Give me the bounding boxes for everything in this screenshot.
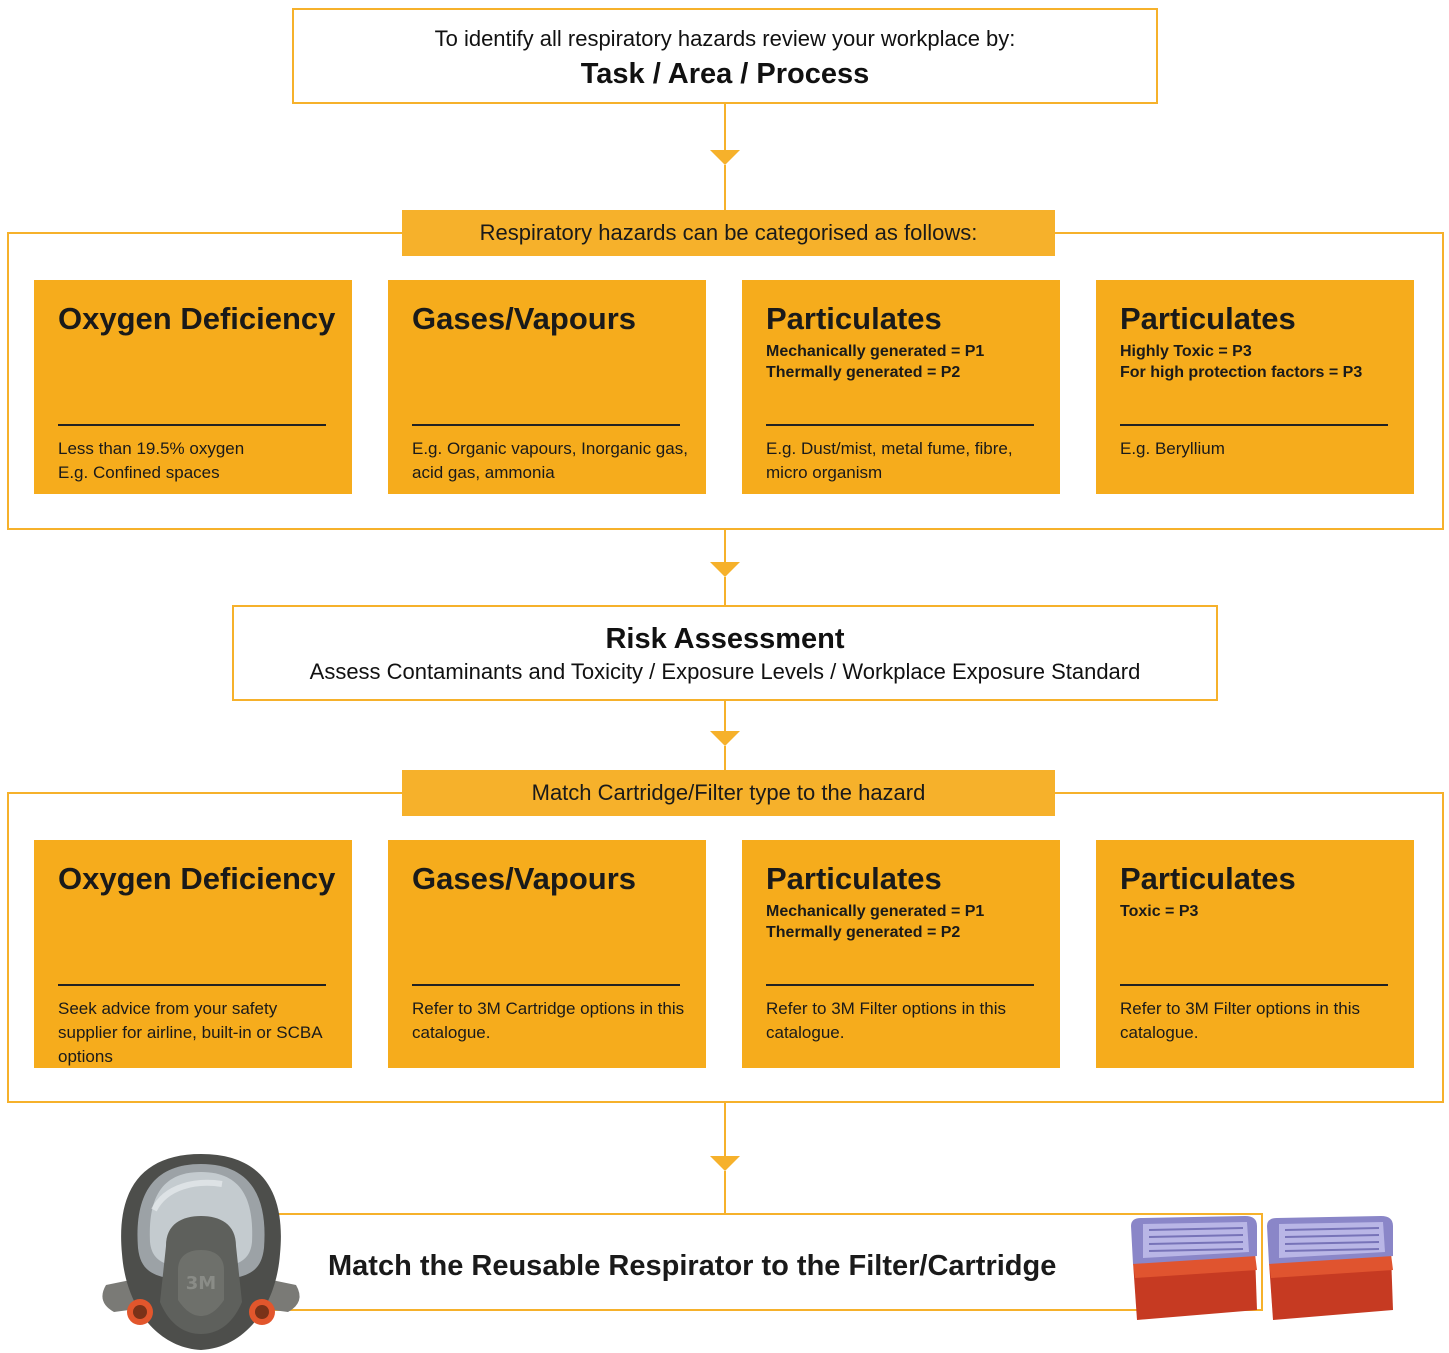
card-subtitle: Toxic = P3 bbox=[1120, 903, 1199, 920]
card-body: E.g. Beryllium bbox=[1120, 439, 1225, 458]
filter-cartridges-image bbox=[1131, 1216, 1393, 1320]
risk-assessment-box: Risk Assessment Assess Contaminants and … bbox=[232, 605, 1218, 701]
arrow-down-icon bbox=[710, 562, 740, 577]
risk-assessment-subtitle: Assess Contaminants and Toxicity / Expos… bbox=[309, 659, 1141, 684]
card-title: Gases/Vapours bbox=[412, 861, 637, 896]
hazard-categories-banner: Respiratory hazards can be categorised a… bbox=[402, 210, 1055, 256]
card-divider bbox=[1120, 984, 1388, 986]
card-body: Seek advice from your safety supplier fo… bbox=[58, 999, 322, 1066]
final-step-text: Match the Reusable Respirator to the Fil… bbox=[328, 1250, 1057, 1282]
card-title: Oxygen Deficiency bbox=[58, 301, 336, 336]
arrow-down-icon bbox=[710, 1156, 740, 1171]
risk-assessment-title: Risk Assessment bbox=[605, 623, 845, 655]
card-title: Particulates bbox=[1120, 301, 1296, 336]
full-face-respirator-image: 3M bbox=[102, 1154, 300, 1350]
connector-8 bbox=[724, 1171, 726, 1215]
connector-1 bbox=[724, 104, 726, 150]
card-title: Particulates bbox=[766, 861, 942, 896]
card-title: Gases/Vapours bbox=[412, 301, 637, 336]
card-divider bbox=[58, 984, 326, 986]
connector-5 bbox=[724, 701, 726, 731]
card-title: Particulates bbox=[766, 301, 942, 336]
filter-match-banner: Match Cartridge/Filter type to the hazar… bbox=[402, 770, 1055, 816]
card-body: Refer to 3M Filter options in this catal… bbox=[766, 999, 1006, 1042]
top-box-intro: To identify all respiratory hazards revi… bbox=[434, 26, 1016, 51]
connector-2 bbox=[724, 165, 726, 210]
card-body: Refer to 3M Filter options in this catal… bbox=[1120, 999, 1360, 1042]
card-divider bbox=[412, 424, 680, 426]
card-divider bbox=[412, 984, 680, 986]
card-divider bbox=[1120, 424, 1388, 426]
card-divider bbox=[766, 424, 1034, 426]
top-box: To identify all respiratory hazards revi… bbox=[292, 8, 1158, 104]
connector-7 bbox=[724, 1103, 726, 1156]
connector-4 bbox=[724, 577, 726, 605]
card-body: Refer to 3M Cartridge options in this ca… bbox=[412, 999, 685, 1042]
final-step-box bbox=[252, 1213, 1263, 1311]
card-body: E.g. Organic vapours, Inorganic gas, aci… bbox=[412, 439, 688, 482]
svg-text:3M: 3M bbox=[186, 1273, 216, 1294]
card-divider bbox=[766, 984, 1034, 986]
arrow-down-icon bbox=[710, 150, 740, 165]
arrow-down-icon bbox=[710, 731, 740, 746]
connector-3 bbox=[724, 530, 726, 562]
top-box-heading: Task / Area / Process bbox=[580, 58, 870, 90]
connector-6 bbox=[724, 746, 726, 770]
card-title: Oxygen Deficiency bbox=[58, 861, 336, 896]
card-title: Particulates bbox=[1120, 861, 1296, 896]
card-divider bbox=[58, 424, 326, 426]
card-body: E.g. Dust/mist, metal fume, fibre, micro… bbox=[766, 439, 1013, 482]
